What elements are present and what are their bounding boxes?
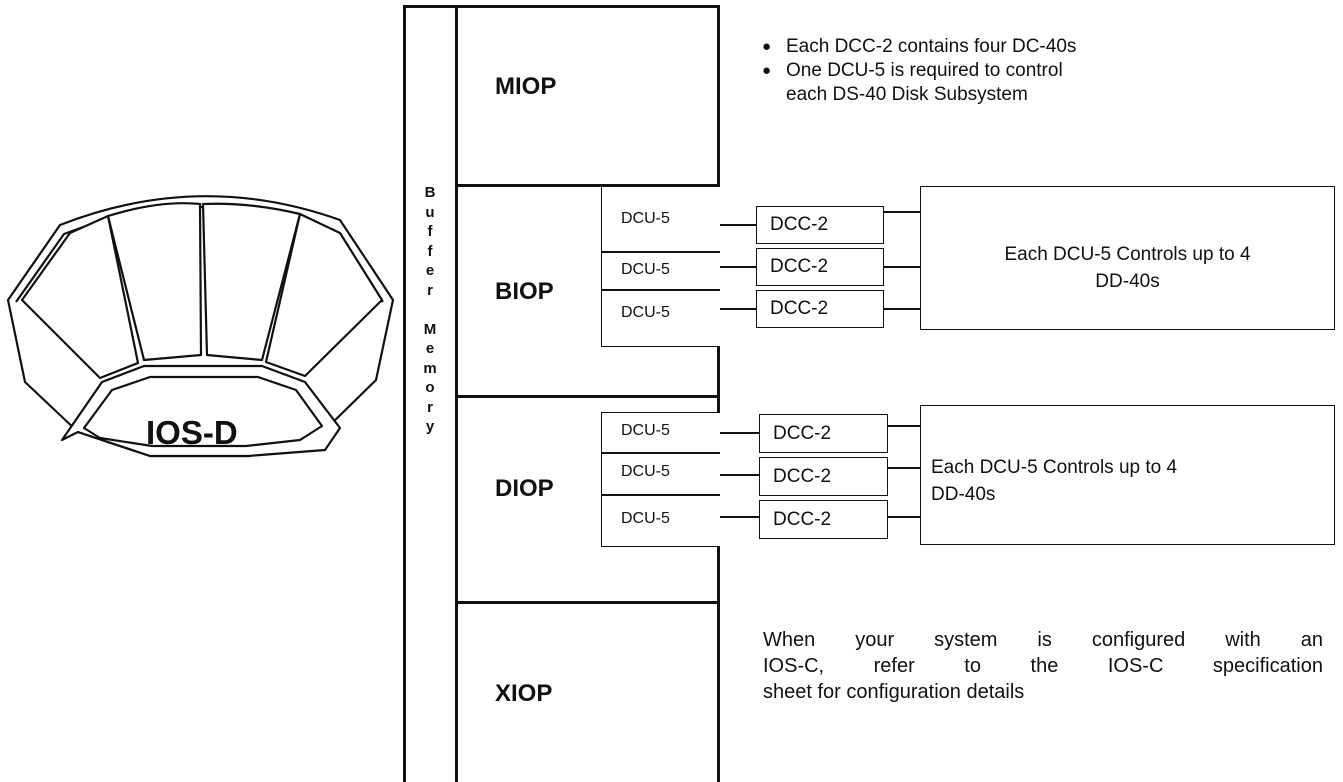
xiop-label: XIOP	[495, 680, 552, 708]
diop-dcc-1: DCC-2	[759, 414, 888, 453]
biop-label: BIOP	[495, 278, 554, 306]
diop-label: DIOP	[495, 475, 554, 503]
biop-dcu-3: DCU-5	[621, 304, 670, 322]
diop-dcu-1: DCU-5	[621, 422, 670, 440]
diop-dcu-2: DCU-5	[621, 463, 670, 481]
connector	[720, 474, 759, 476]
connector	[720, 266, 756, 268]
connector	[720, 308, 756, 310]
diop-dcu-row-divider	[601, 452, 720, 454]
diop-xiop-divider	[455, 601, 720, 604]
ios-d-label: IOS-D	[146, 414, 238, 452]
diop-dcu-row-divider	[601, 494, 720, 496]
miop-label: MIOP	[495, 73, 556, 101]
connector	[720, 516, 759, 518]
connector	[720, 432, 759, 434]
biop-dcu-row-divider	[601, 289, 720, 291]
biop-diop-divider	[455, 395, 720, 398]
biop-dcu-1: DCU-5	[621, 210, 670, 228]
diop-disk-description-line2: DD-40s	[931, 484, 995, 506]
ios-c-note: When your system is configured with an I…	[763, 627, 1323, 705]
connector	[888, 516, 921, 518]
biop-dcu-2: DCU-5	[621, 261, 670, 279]
connector	[884, 211, 921, 213]
note-item: Each DCC-2 contains four DC-40s	[762, 35, 1076, 59]
biop-dcc-2: DCC-2	[756, 248, 884, 286]
diop-disk-description-line1: Each DCU-5 Controls up to 4	[931, 457, 1177, 479]
biop-dcu-row-divider	[601, 251, 720, 253]
connector	[720, 224, 756, 226]
connector	[888, 425, 921, 427]
notes-list: Each DCC-2 contains four DC-40s One DCU-…	[762, 35, 1076, 107]
diop-dcc-2: DCC-2	[759, 457, 888, 496]
chassis-frame	[403, 5, 720, 782]
biop-dcc-3: DCC-2	[756, 290, 884, 328]
diop-dcc-3: DCC-2	[759, 500, 888, 539]
connector	[884, 266, 921, 268]
connector	[888, 467, 921, 469]
ios-d-chassis-illustration	[0, 0, 400, 480]
buffer-memory-label: B u f f e r M e m o r y	[420, 183, 440, 437]
connector	[884, 308, 921, 310]
diop-dcu-3: DCU-5	[621, 510, 670, 528]
biop-disk-description-line1: Each DCU-5 Controls up to 4	[930, 244, 1325, 266]
biop-dcc-1: DCC-2	[756, 206, 884, 244]
biop-disk-description-line2: DD-40s	[930, 271, 1325, 293]
buffer-memory-divider	[455, 5, 458, 782]
